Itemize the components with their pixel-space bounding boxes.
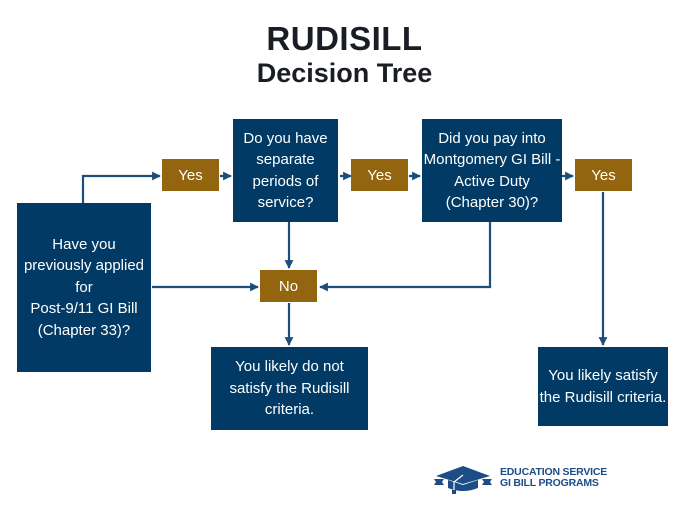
q2-line: Do you have xyxy=(243,129,328,147)
result-no-line: satisfy the Rudisill xyxy=(229,379,350,397)
result-no-line: criteria. xyxy=(264,401,315,419)
result-no-line: You likely do not xyxy=(235,358,344,376)
result-satisfy: You likely satisfy the Rudisill criteria… xyxy=(538,347,668,426)
result-yes-line: the Rudisill criteria. xyxy=(539,388,667,406)
connector-q1-to-yes1 xyxy=(81,171,161,203)
q1-line: (Chapter 33)? xyxy=(37,321,131,339)
q1-line: for xyxy=(75,278,93,296)
q3-line: Active Duty xyxy=(454,172,530,190)
q1-line: previously applied xyxy=(23,257,145,275)
label-no: No xyxy=(260,270,317,302)
q1-line: Post-9/11 GI Bill xyxy=(30,300,138,318)
title-sub: Decision Tree xyxy=(256,58,433,88)
q3-line: Did you pay into xyxy=(438,129,546,147)
question-paid-mgib: Did you pay into Montgomery GI Bill - Ac… xyxy=(422,119,562,222)
q3-line: Montgomery GI Bill - xyxy=(423,151,561,168)
title-main: RUDISILL xyxy=(266,20,423,57)
label-yes-3: Yes xyxy=(575,159,632,191)
q3-line: (Chapter 30)? xyxy=(445,194,539,211)
q2-line: service? xyxy=(257,194,314,211)
question-separate-periods: Do you have separate periods of service? xyxy=(233,119,338,222)
logo-line-1: EDUCATION SERVICE xyxy=(500,466,608,478)
graduation-cap-icon xyxy=(434,466,492,494)
result-not-satisfy: You likely do not satisfy the Rudisill c… xyxy=(211,347,368,430)
education-service-logo: EDUCATION SERVICE GI BILL PROGRAMS xyxy=(432,462,607,494)
logo-line-2: GI BILL PROGRAMS xyxy=(500,477,599,489)
q2-line: periods of xyxy=(252,172,319,190)
q1-line: Have you xyxy=(52,235,116,253)
result-yes-line: You likely satisfy xyxy=(548,367,658,384)
connector-q3-to-no xyxy=(319,222,492,292)
label-yes-2: Yes xyxy=(351,159,408,191)
question-applied-post911: Have you previously applied for Post-9/1… xyxy=(17,203,151,372)
q2-line: separate xyxy=(256,151,315,168)
label-yes-1: Yes xyxy=(162,159,219,191)
